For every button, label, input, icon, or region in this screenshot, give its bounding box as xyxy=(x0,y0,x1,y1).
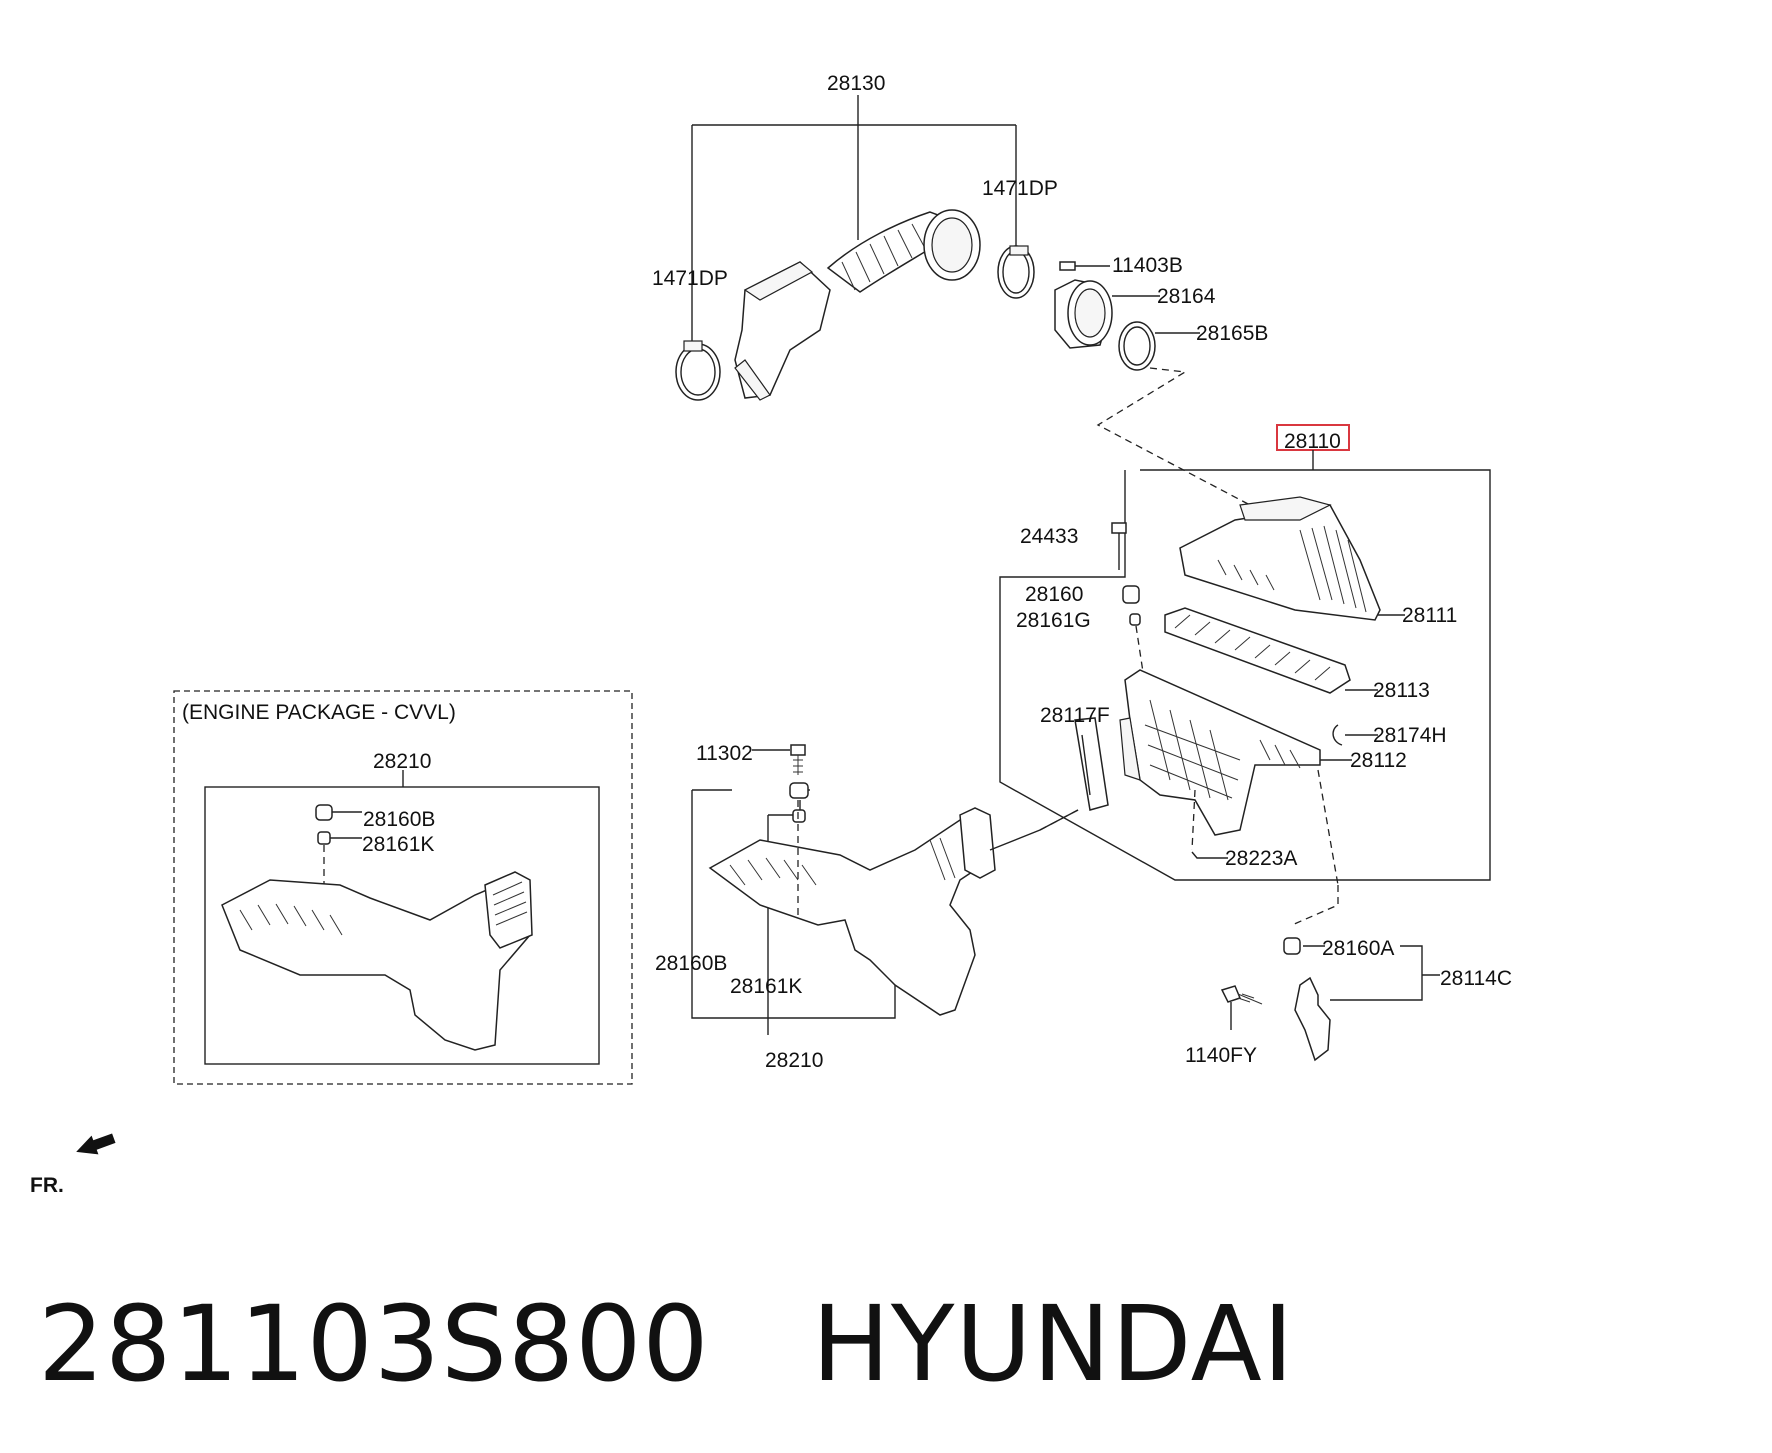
part-labels: 28130 1471DP 1471DP 11403B 28164 28165B … xyxy=(30,72,1512,1197)
label-28160a: 28160A xyxy=(1322,937,1394,960)
engine-package-cvvl xyxy=(173,690,633,1085)
label-24433: 24433 xyxy=(1020,525,1078,548)
label-11403b: 11403B xyxy=(1112,254,1183,277)
air-cleaner-assembly xyxy=(999,424,1491,886)
label-28161k-mid: 28161K xyxy=(730,975,802,998)
label-28130: 28130 xyxy=(827,72,885,95)
air-cleaner-body xyxy=(1119,669,1352,886)
bracket-assembly xyxy=(1220,885,1440,1062)
label-1471dp-top: 1471DP xyxy=(982,177,1058,200)
gasket-ring xyxy=(1118,321,1200,371)
air-filter-element xyxy=(1164,607,1378,694)
footer-part-number: 281103S800 xyxy=(38,1283,710,1405)
label-28210-mid: 28210 xyxy=(765,1049,823,1072)
label-28110: 28110 xyxy=(1284,430,1341,453)
hose-clamp-left xyxy=(675,340,721,401)
label-28111: 28111 xyxy=(1402,604,1457,627)
air-cleaner-cover xyxy=(1179,496,1405,621)
label-1140fy: 1140FY xyxy=(1185,1044,1257,1067)
label-28223a: 28223A xyxy=(1225,847,1297,870)
label-28160b-mid: 28160B xyxy=(655,952,727,975)
label-11302: 11302 xyxy=(696,742,753,765)
front-label: FR. xyxy=(30,1174,64,1197)
front-arrow-icon xyxy=(76,1133,116,1155)
label-28165b: 28165B xyxy=(1196,322,1268,345)
label-28112: 28112 xyxy=(1350,749,1407,772)
label-28161g: 28161G xyxy=(1016,609,1091,632)
label-28174h: 28174H xyxy=(1373,724,1447,747)
duct-seal xyxy=(1074,717,1109,811)
resonator-assembly xyxy=(692,745,1079,1035)
footer-caption: 281103S800 HYUNDAI xyxy=(38,1283,1294,1405)
hose-clamp-right xyxy=(997,245,1035,299)
label-28160b-box: 28160B xyxy=(363,808,435,831)
label-28164: 28164 xyxy=(1157,285,1216,308)
screw-11403b xyxy=(1059,261,1110,271)
air-intake-hose xyxy=(734,209,981,401)
label-28210-box: 28210 xyxy=(373,750,431,773)
label-28114c: 28114C xyxy=(1440,967,1512,990)
label-28117f: 28117F xyxy=(1040,704,1110,727)
label-1471dp-left: 1471DP xyxy=(652,267,728,290)
engine-package-title: (ENGINE PACKAGE - CVVL) xyxy=(182,701,456,724)
footer-brand: HYUNDAI xyxy=(811,1283,1295,1405)
intake-hose-group xyxy=(675,95,1251,506)
label-28160: 28160 xyxy=(1025,583,1083,606)
label-28161k-box: 28161K xyxy=(362,833,434,856)
air-flow-sensor xyxy=(1054,279,1160,349)
label-28113: 28113 xyxy=(1373,679,1430,702)
